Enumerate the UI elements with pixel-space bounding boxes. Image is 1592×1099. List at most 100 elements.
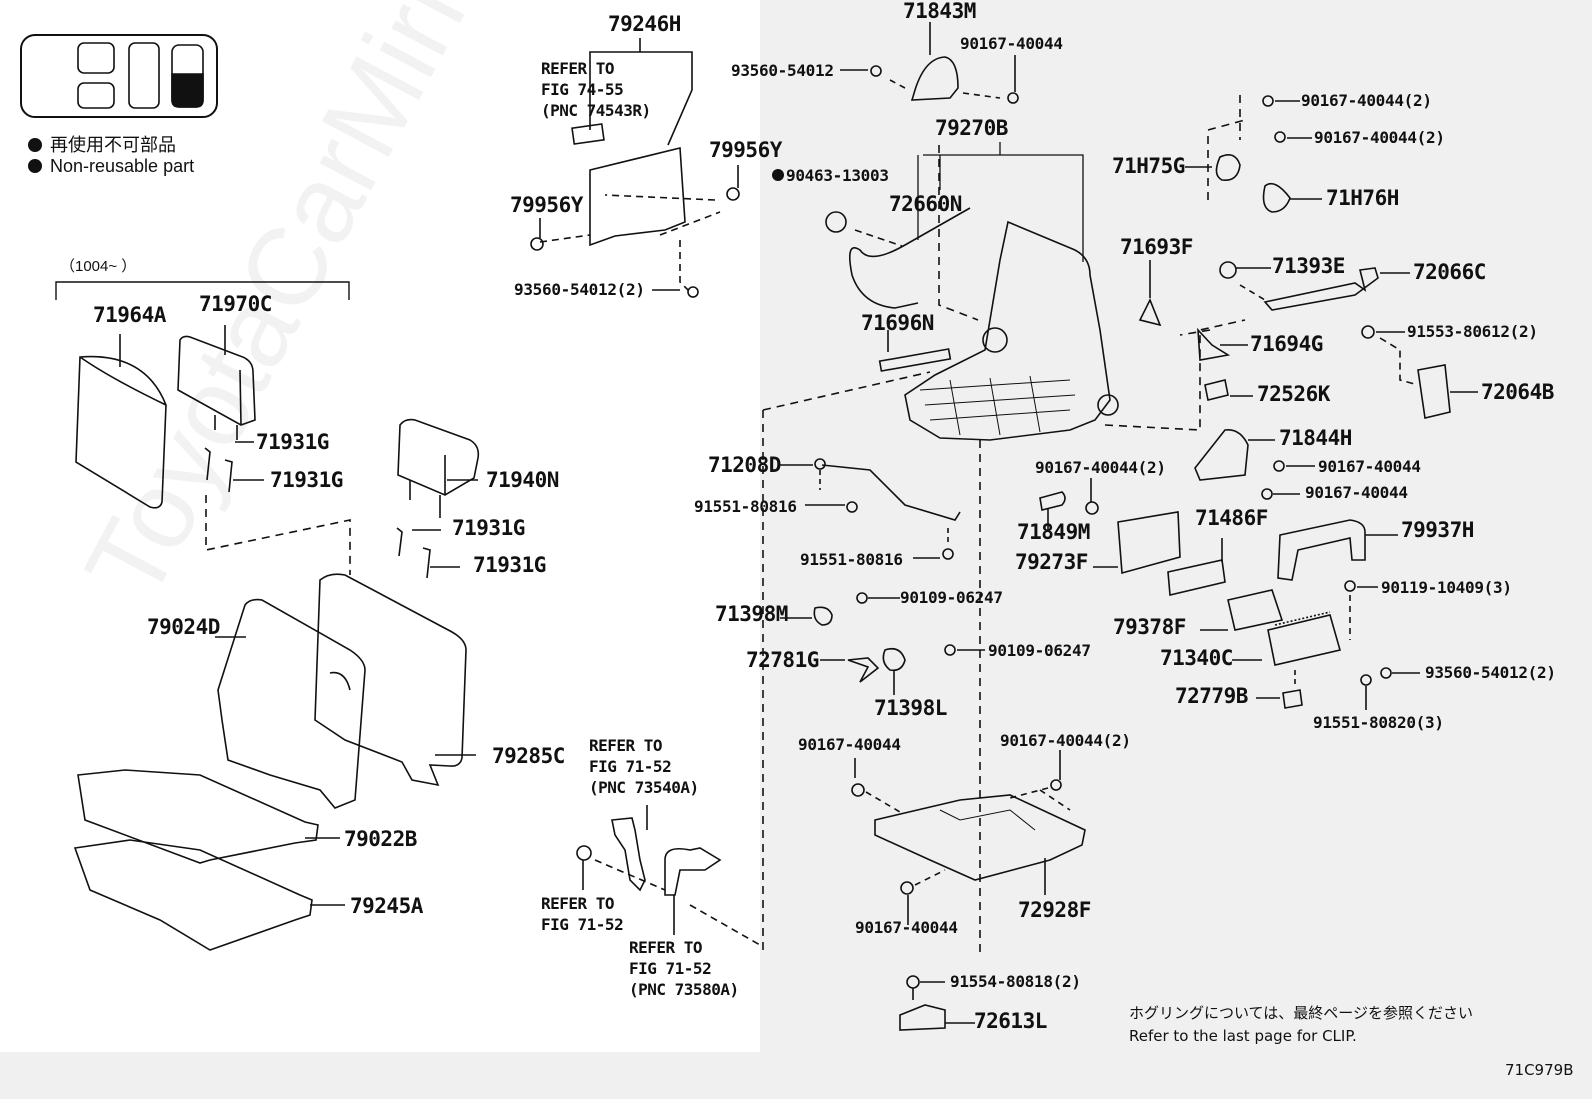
refer-fig-74-55[interactable]: REFER TO FIG 74-55 (PNC 74543R) xyxy=(541,59,651,120)
part-71486F[interactable]: 71486F xyxy=(1195,506,1268,530)
bracket-71398M-shape xyxy=(813,606,833,626)
part-93560-54012[interactable]: 93560-54012 xyxy=(731,61,834,80)
cable-72660N-shape xyxy=(849,207,971,309)
part-79937H[interactable]: 79937H xyxy=(1401,518,1474,542)
part-90167-40044-2-a[interactable]: 90167-40044(2) xyxy=(1301,91,1432,110)
part-71208D[interactable]: 71208D xyxy=(708,453,781,477)
part-79285C[interactable]: 79285C xyxy=(492,744,565,768)
refer-fig-71-52-73580A[interactable]: REFER TO FIG 71-52 (PNC 73580A) xyxy=(629,938,739,999)
latch-71486F-shape xyxy=(1167,559,1226,596)
seatback-79285C-shape xyxy=(314,573,467,787)
headrest-cover-shape xyxy=(75,355,167,509)
harness-72066C-shape xyxy=(1263,267,1379,311)
part-90167-40044-2-c[interactable]: 90167-40044(2) xyxy=(1035,458,1166,477)
part-71940N[interactable]: 71940N xyxy=(486,468,559,492)
part-90167-40044-top[interactable]: 90167-40044 xyxy=(960,34,1063,53)
cover-72526K-shape xyxy=(1204,379,1229,401)
part-93560-54012-2-top[interactable]: 93560-54012(2) xyxy=(514,280,645,299)
refer-fig-71-52-73540A[interactable]: REFER TO FIG 71-52 (PNC 73540A) xyxy=(589,736,699,797)
part-72928F[interactable]: 72928F xyxy=(1018,898,1091,922)
part-71398L[interactable]: 71398L xyxy=(874,696,947,720)
part-91554-80818-2[interactable]: 91554-80818(2) xyxy=(950,972,1081,991)
cover-71844H-shape xyxy=(1194,428,1249,481)
tray-72928F-shape xyxy=(874,794,1086,881)
lock-71340C-shape xyxy=(1267,614,1342,666)
bracket-79378F-shape xyxy=(1227,589,1284,631)
part-71696N[interactable]: 71696N xyxy=(861,311,934,335)
part-72779B[interactable]: 72779B xyxy=(1175,684,1248,708)
part-90167-40044-r1[interactable]: 90167-40044 xyxy=(1318,457,1421,476)
part-90109-06247-b[interactable]: 90109-06247 xyxy=(988,641,1091,660)
bracket-71398L-shape xyxy=(882,647,906,672)
part-91551-80820-3[interactable]: 91551-80820(3) xyxy=(1313,713,1444,732)
clip-71H76H-shape xyxy=(1262,182,1291,213)
cushion-79245A-shape xyxy=(73,839,313,951)
part-71340C[interactable]: 71340C xyxy=(1160,646,1233,670)
part-79246H[interactable]: 79246H xyxy=(608,12,681,36)
part-90463-13003[interactable]: 90463-13003 xyxy=(772,168,889,184)
part-91551-80816-b[interactable]: 91551-80816 xyxy=(800,550,903,569)
rod-71208D-shape xyxy=(821,464,961,521)
part-71H76H[interactable]: 71H76H xyxy=(1326,186,1399,210)
shaded-area xyxy=(760,0,1592,1052)
part-71694G[interactable]: 71694G xyxy=(1250,332,1323,356)
part-79022B[interactable]: 79022B xyxy=(344,827,417,851)
part-90109-06247-a[interactable]: 90109-06247 xyxy=(900,588,1003,607)
refer-fig-71-52[interactable]: REFER TO FIG 71-52 xyxy=(541,894,624,934)
part-90167-40044-r2[interactable]: 90167-40044 xyxy=(1305,483,1408,502)
part-79273F[interactable]: 79273F xyxy=(1015,550,1088,574)
part-71693F[interactable]: 71693F xyxy=(1120,235,1193,259)
bracket-71693F-shape xyxy=(1138,298,1162,327)
part-79270B[interactable]: 79270B xyxy=(935,116,1008,140)
part-93560-54012-2-bottom[interactable]: 93560-54012(2) xyxy=(1425,663,1556,682)
part-90167-40044-2-d[interactable]: 90167-40044(2) xyxy=(1000,731,1131,750)
part-71398M[interactable]: 71398M xyxy=(715,602,788,626)
seat-position-icon xyxy=(20,34,218,118)
part-79245A[interactable]: 79245A xyxy=(350,894,423,918)
part-71931G-b[interactable]: 71931G xyxy=(270,468,343,492)
part-71970C[interactable]: 71970C xyxy=(199,292,272,316)
bracket-72781G-shape xyxy=(847,657,880,683)
part-72660N[interactable]: 72660N xyxy=(889,192,962,216)
part-72781G[interactable]: 72781G xyxy=(746,648,819,672)
part-90167-40044-b2[interactable]: 90167-40044 xyxy=(855,918,958,937)
group-bracket-headrest xyxy=(55,281,350,300)
part-71931G-d[interactable]: 71931G xyxy=(473,553,546,577)
grip-71849M-shape xyxy=(1039,491,1066,511)
panel-79246H-shape xyxy=(589,146,686,247)
part-71964A[interactable]: 71964A xyxy=(93,303,166,327)
part-72613L[interactable]: 72613L xyxy=(974,1009,1047,1033)
part-71844H[interactable]: 71844H xyxy=(1279,426,1352,450)
part-79378F[interactable]: 79378F xyxy=(1113,615,1186,639)
part-71849M[interactable]: 71849M xyxy=(1017,520,1090,544)
part-90119-10409-3[interactable]: 90119-10409(3) xyxy=(1381,578,1512,597)
part-71931G-a[interactable]: 71931G xyxy=(256,430,329,454)
part-71393E[interactable]: 71393E xyxy=(1272,254,1345,278)
hinge-72064B-shape xyxy=(1417,364,1451,419)
footer-note-en: Refer to the last page for CLIP. xyxy=(1129,1027,1357,1045)
part-90167-40044-2-b[interactable]: 90167-40044(2) xyxy=(1314,128,1445,147)
part-90167-40044-b1[interactable]: 90167-40044 xyxy=(798,735,901,754)
clip-71H75G-shape xyxy=(1215,154,1241,182)
part-72064B[interactable]: 72064B xyxy=(1481,380,1554,404)
bracket-71843M-shape xyxy=(910,56,959,101)
diagram-id: 71C979B xyxy=(1505,1061,1574,1079)
part-79956Y-left[interactable]: 79956Y xyxy=(510,193,583,217)
bullet-icon xyxy=(28,138,42,152)
part-72526K[interactable]: 72526K xyxy=(1257,382,1330,406)
footer-note-jp: ホグリングについては、最終ページを参照ください xyxy=(1129,1004,1473,1022)
bracket-71694G-shape xyxy=(1197,327,1231,361)
part-71843M[interactable]: 71843M xyxy=(903,0,976,23)
part-71H75G[interactable]: 71H75G xyxy=(1112,154,1185,178)
part-91551-80816-a[interactable]: 91551-80816 xyxy=(694,497,797,516)
part-79956Y-right[interactable]: 79956Y xyxy=(709,138,782,162)
part-72066C[interactable]: 72066C xyxy=(1413,260,1486,284)
nut-72779B-shape xyxy=(1282,689,1303,709)
seatback-79024D-shape xyxy=(217,598,366,809)
part-71931G-c[interactable]: 71931G xyxy=(452,516,525,540)
part-79024D[interactable]: 79024D xyxy=(147,615,220,639)
part-91553-80612-2[interactable]: 91553-80612(2) xyxy=(1407,322,1538,341)
footer-band xyxy=(0,1052,1592,1099)
non-reusable-icon xyxy=(772,169,784,181)
